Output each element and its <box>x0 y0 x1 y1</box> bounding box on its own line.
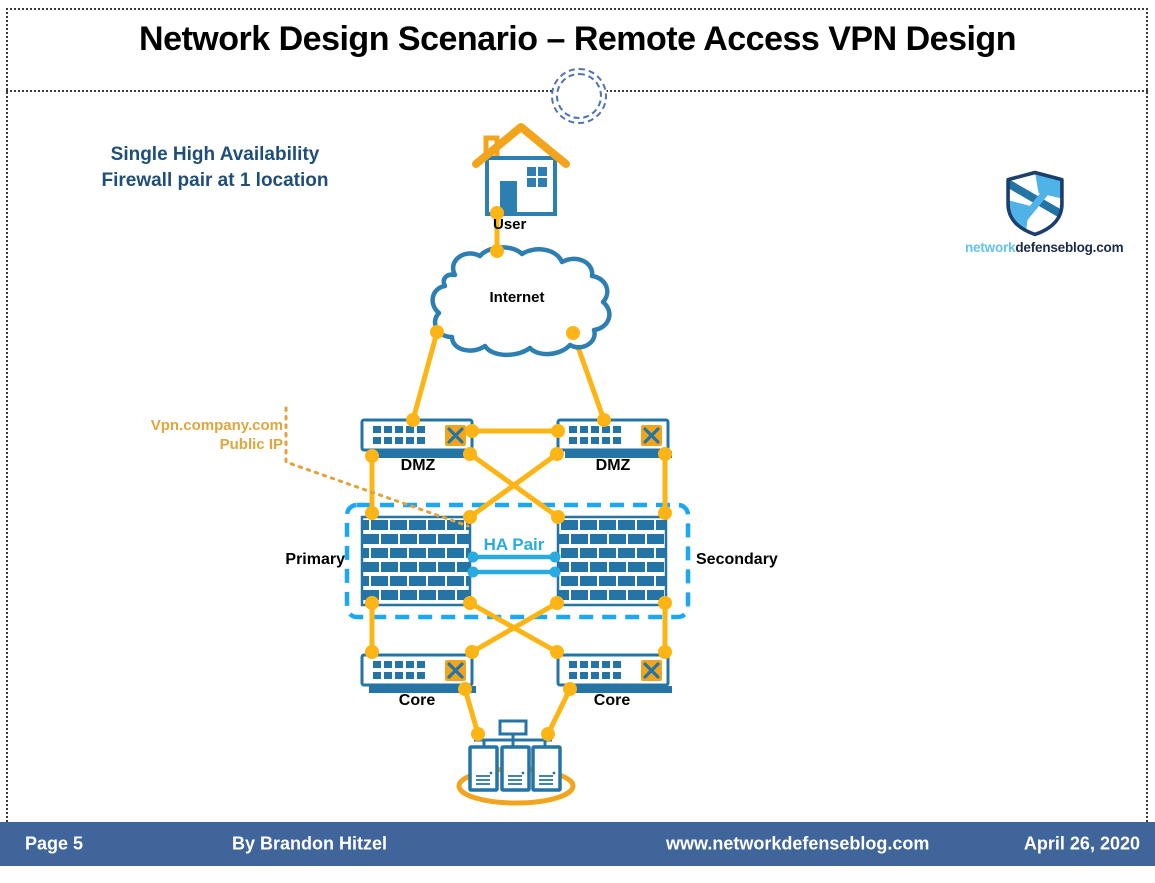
primary-label: Primary <box>285 551 345 568</box>
decorative-dashed-circle-icon <box>551 68 607 124</box>
vpn-callout-label: Vpn.company.com Public IP <box>151 417 283 455</box>
footer-author: By Brandon Hitzel <box>232 833 388 854</box>
core-left-label: Core <box>398 692 436 709</box>
logo-text: networkdefenseblog.com <box>965 240 1124 255</box>
house-window <box>527 167 547 187</box>
firewall-primary-icon <box>360 515 472 607</box>
footer-page-number: Page 5 <box>25 833 84 854</box>
availability-note-line1: Single High Availability <box>110 144 320 165</box>
core-right-label: Core <box>593 692 631 709</box>
dmz-right-label: DMZ <box>595 457 631 474</box>
internet-label: Internet <box>489 289 545 306</box>
dmz-switch-left-icon <box>360 418 478 460</box>
vpn-callout-line2: Public IP <box>219 435 283 453</box>
vpn-callout-line1: Vpn.company.com <box>150 417 283 434</box>
footer-date: April 26, 2020 <box>1023 833 1140 854</box>
internet-cloud-icon <box>430 245 612 358</box>
availability-note-line2: Firewall pair at 1 location <box>101 169 329 191</box>
logo-text-light: network <box>965 240 1016 255</box>
footer-website: www.networkdefenseblog.com <box>666 833 930 854</box>
logo-text-dark: defenseblog.com <box>1015 240 1124 255</box>
house-icon <box>472 123 570 216</box>
ha-zone-outline <box>344 502 691 620</box>
secondary-label: Secondary <box>696 551 778 568</box>
ha-links <box>467 551 561 578</box>
vpn-callout-line <box>284 406 470 528</box>
brand-logo: networkdefenseblog.com <box>965 168 1124 255</box>
dmz-left-label: DMZ <box>400 457 436 474</box>
dmz-switch-right-icon <box>556 418 674 460</box>
user-label: User <box>493 216 527 233</box>
shield-logo-icon <box>1006 170 1064 237</box>
connection-links <box>369 213 668 736</box>
firewall-secondary-icon <box>556 515 668 607</box>
availability-note: Single High Availability Firewall pair a… <box>101 142 328 193</box>
footer-bar: Page 5 By Brandon Hitzel www.networkdefe… <box>0 822 1155 866</box>
page-title: Network Design Scenario – Remote Access … <box>139 20 1016 58</box>
server-cluster-icon <box>456 719 576 806</box>
ha-pair-label: HA Pair <box>483 535 545 554</box>
house-door <box>500 181 517 214</box>
connection-dots <box>365 206 672 741</box>
